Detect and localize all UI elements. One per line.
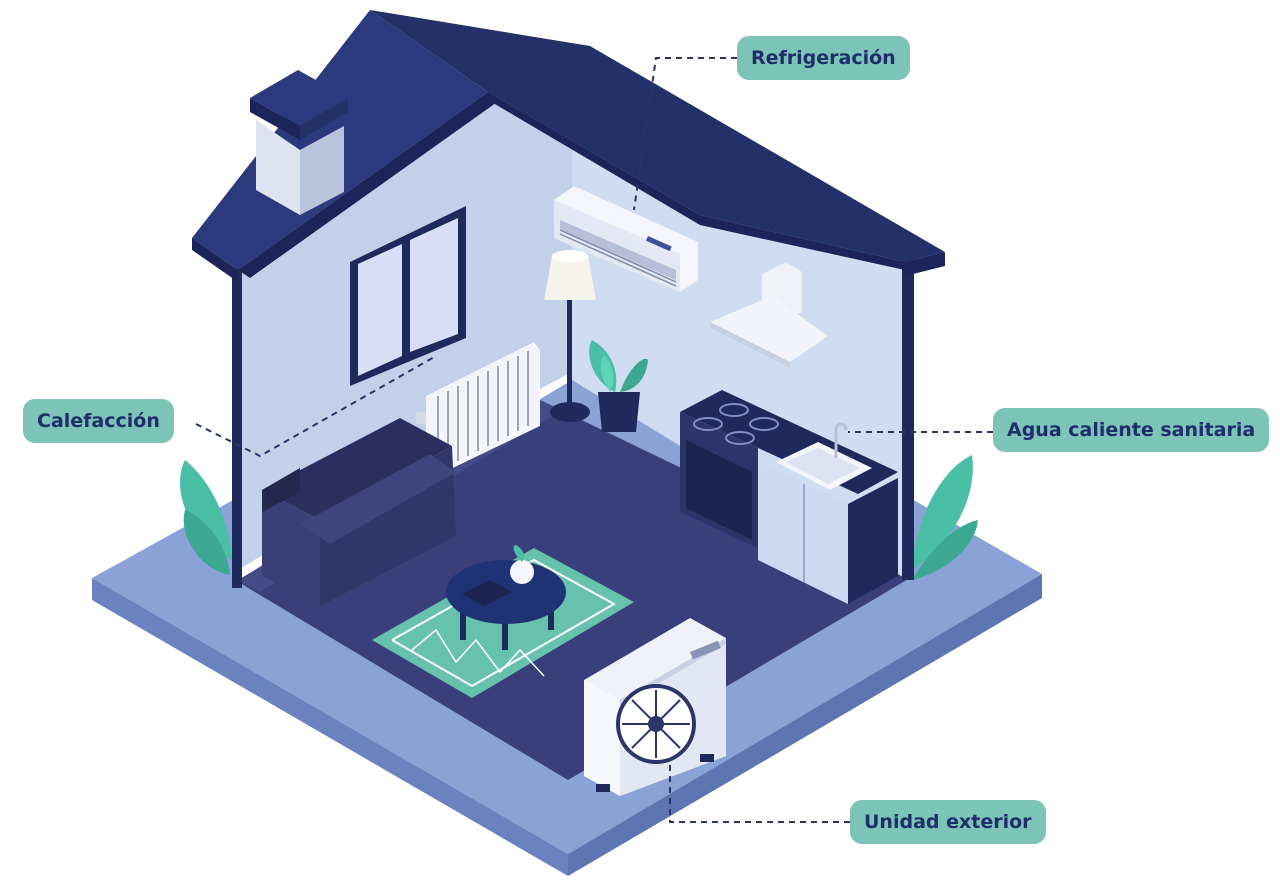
plant-right [912,455,978,580]
label-unidad-exterior: Unidad exterior [850,800,1046,844]
chimney [250,70,348,215]
leader-lines [195,57,993,823]
outdoor-unit-icon [584,618,726,796]
window [350,206,466,386]
floor-lamp [544,250,596,422]
radiator-icon [416,342,540,478]
indoor-plant [589,340,648,432]
label-calefaccion: Calefacción [23,399,174,443]
sofa [262,418,456,606]
coffee-table [446,545,566,650]
air-conditioner-icon [554,186,698,292]
label-refrigeracion: Refrigeración [737,36,910,80]
plant-left [180,460,232,575]
kitchen-hood [710,262,828,368]
kitchen-counter [680,390,898,604]
label-agua-caliente: Agua caliente sanitaria [993,408,1270,452]
